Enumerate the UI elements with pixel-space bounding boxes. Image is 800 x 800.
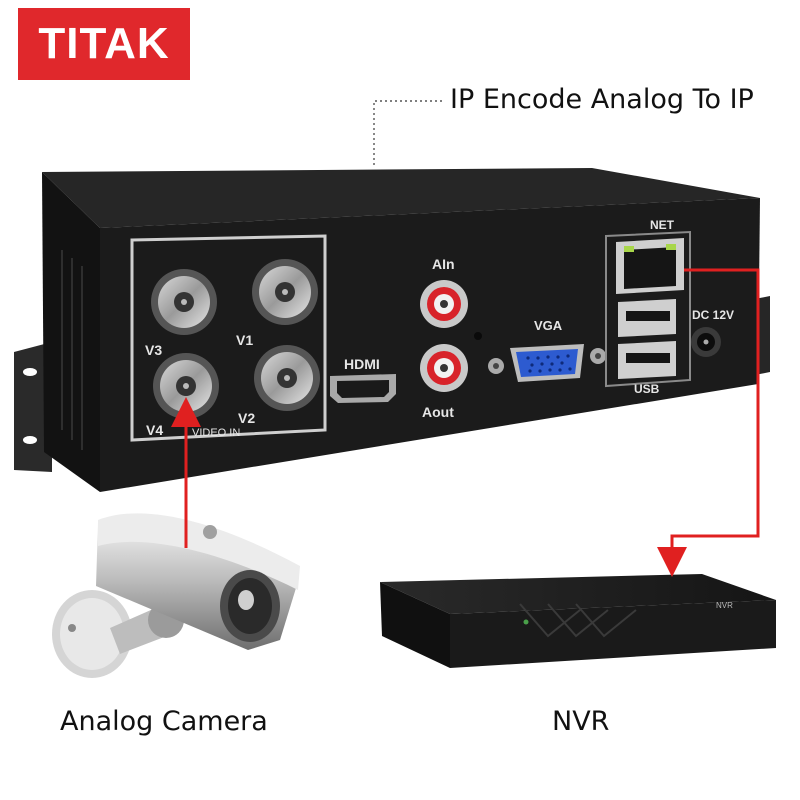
caption-analog-camera: Analog Camera <box>60 706 268 737</box>
vga-port-icon <box>488 344 606 382</box>
nvr-image: NVR <box>380 574 776 668</box>
ethernet-port-icon <box>616 238 684 294</box>
svg-text:NVR: NVR <box>716 601 733 610</box>
port-label-v2: V2 <box>238 410 256 426</box>
port-label-v3: V3 <box>145 342 163 358</box>
bnc-connector-icon <box>151 269 217 335</box>
bnc-connector-icon <box>254 345 320 411</box>
encoder-device <box>14 168 770 492</box>
video-in-label: VIDEO IN <box>192 427 241 439</box>
audio-out-label: Aout <box>422 404 454 420</box>
audio-in-label: AIn <box>432 256 455 272</box>
vga-label: VGA <box>534 318 563 333</box>
bnc-connector-icon <box>252 259 318 325</box>
headline: IP Encode Analog To IP <box>450 84 754 115</box>
hdmi-port-icon <box>330 374 396 403</box>
analog-camera-image <box>52 513 300 678</box>
usb-label: USB <box>634 382 660 396</box>
rca-connector-icon <box>420 280 468 328</box>
net-label: NET <box>650 218 674 232</box>
bnc-connector-icon <box>153 353 219 419</box>
dc-power-jack-icon <box>691 327 721 357</box>
encoder-to-nvr-arrow <box>657 268 760 577</box>
brand-logo: TITAK <box>18 8 190 80</box>
dc-power-label: DC 12V <box>692 308 735 322</box>
headline-leader <box>373 100 442 168</box>
port-label-v4: V4 <box>146 422 164 438</box>
hdmi-label: HDMI <box>344 356 380 372</box>
port-label-v1: V1 <box>236 332 254 348</box>
usb-port-icon <box>618 299 676 337</box>
usb-port-icon <box>618 341 676 379</box>
rca-connector-icon <box>420 344 468 392</box>
caption-nvr: NVR <box>552 706 610 737</box>
